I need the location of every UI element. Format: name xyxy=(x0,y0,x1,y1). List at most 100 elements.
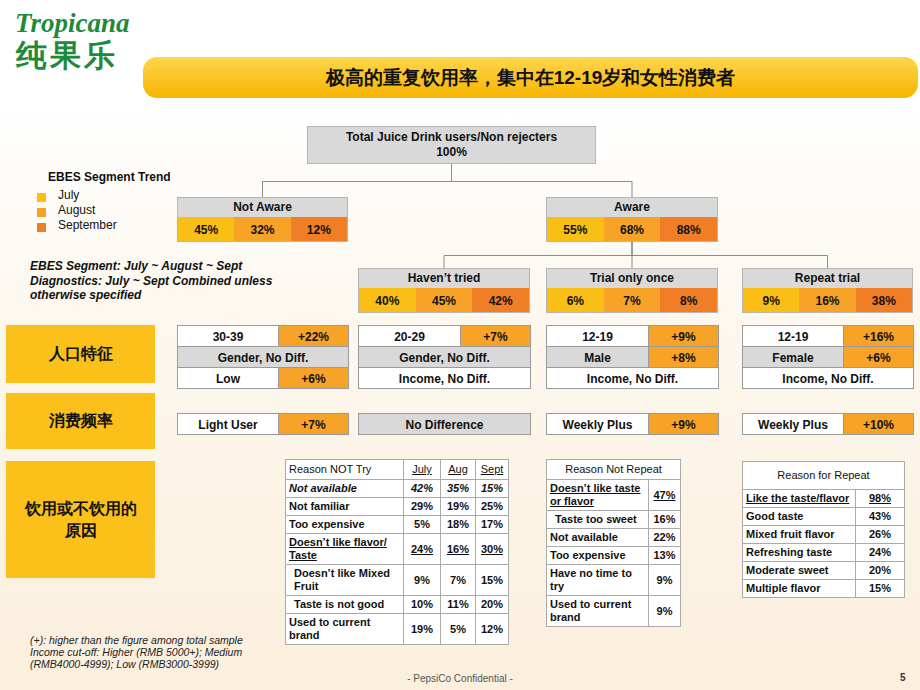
table-cell: 98% xyxy=(856,490,905,508)
table-cell: Mixed fruit flavor xyxy=(743,526,856,544)
table-row: Not available42%35%15% xyxy=(286,480,509,498)
table-cell: 15% xyxy=(476,480,509,498)
reason-label: Refreshing taste xyxy=(746,546,832,558)
index-value: +7% xyxy=(301,418,325,432)
profile-cell: Gender, No Diff. xyxy=(178,347,349,368)
reason-value: 17% xyxy=(481,518,503,530)
profile-row: Light User +7% xyxy=(178,414,349,435)
profile-box: 12-19+16%Female+6%Income, No Diff. xyxy=(742,325,913,389)
profile-row: No Difference xyxy=(359,414,531,435)
trend-cell: 12% xyxy=(291,217,347,241)
trend-cell: 40% xyxy=(359,288,416,312)
profile-label: Income, No Diff. xyxy=(399,372,490,386)
profile-label: Income, No Diff. xyxy=(782,372,873,386)
table-cell: 20% xyxy=(856,562,905,580)
table-cell: 12% xyxy=(476,614,509,645)
profile-box: Weekly Plus+9% xyxy=(546,413,718,435)
profile-label: Female xyxy=(772,351,813,365)
table-cell: 9% xyxy=(649,565,681,596)
profile-label: Low xyxy=(216,372,240,386)
reason-label: Doesn’t like taste or flavor xyxy=(550,482,640,507)
index-value: +6% xyxy=(866,351,890,365)
table-cell: Too expensive xyxy=(547,547,649,565)
segment-trend-row: 55%68%88% xyxy=(547,217,717,241)
trend-value: 55% xyxy=(563,223,587,237)
table-cell: Have no time to try xyxy=(547,565,649,596)
reason-table-box: Reason for RepeatLike the taste/flavor98… xyxy=(742,461,904,598)
trend-value: 12% xyxy=(307,223,331,237)
trend-cell: 38% xyxy=(856,288,912,312)
index-value: +7% xyxy=(483,330,507,344)
reason-value: 5% xyxy=(450,623,466,635)
trend-value: 7% xyxy=(623,294,640,308)
title-banner: 极高的重复饮用率，集中在12-19岁和女性消费者 xyxy=(143,57,918,98)
reason-value: 20% xyxy=(481,598,503,610)
reason-label: Good taste xyxy=(746,510,803,522)
segment-box: Haven’t tried40%45%42% xyxy=(358,268,530,313)
segment-trend-row: 40%45%42% xyxy=(359,288,529,312)
profile-cell: +7% xyxy=(461,326,531,347)
table-cell: 13% xyxy=(649,547,681,565)
reason-table: Reason NOT TryJulyAugSeptNot available42… xyxy=(285,459,509,645)
index-value: +16% xyxy=(863,330,894,344)
profile-label: Light User xyxy=(198,418,257,432)
reason-label: Have no time to try xyxy=(550,567,632,592)
segment-heading: Haven’t tried xyxy=(359,269,529,288)
table-header: Reason for Repeat xyxy=(777,469,869,481)
trend-value: 88% xyxy=(677,223,701,237)
profile-label: 20-29 xyxy=(394,330,425,344)
trend-value: 38% xyxy=(872,294,896,308)
table-cell: Doesn’t like Mixed Fruit xyxy=(286,565,404,596)
profile-row: 20-29 +7% xyxy=(359,326,531,347)
segment-heading: Repeat trial xyxy=(743,269,912,288)
table-cell: 10% xyxy=(404,596,441,614)
table-cell: 43% xyxy=(856,508,905,526)
profile-cell: Male xyxy=(547,347,649,368)
segment-note: EBES Segment: July ~ August ~ Sept xyxy=(30,259,242,273)
profile-table: 12-19+9%Male+8%Income, No Diff. xyxy=(546,325,719,389)
profile-label: No Difference xyxy=(405,418,483,432)
col xyxy=(649,460,681,627)
table-cell: 15% xyxy=(856,580,905,598)
footnote: Income cut-off: Higher (RMB 5000+); Medi… xyxy=(30,646,275,670)
index-value: +6% xyxy=(301,372,325,386)
reason-label: Mixed fruit flavor xyxy=(746,528,835,540)
month-header: Sept xyxy=(481,463,504,475)
reason-value: 25% xyxy=(481,500,503,512)
profile-cell: Weekly Plus xyxy=(743,414,844,435)
table-row: Too expensive 13% xyxy=(547,547,681,565)
box-heading: Total Juice Drink users/Non rejecters xyxy=(312,130,591,145)
reason-value: 26% xyxy=(869,528,891,540)
table-row: Taste is not good10%11% 20% xyxy=(286,596,509,614)
row-heading: 饮用或不饮用的原因 xyxy=(23,498,138,542)
table-cell: 5% xyxy=(441,614,476,645)
table-cell: Taste is not good xyxy=(286,596,404,614)
reason-value: 13% xyxy=(653,549,675,561)
header-cell: Reason Not Repeat xyxy=(547,460,681,480)
reason-table-box: Reason Not RepeatDoesn’t like taste or f… xyxy=(546,459,680,627)
reason-label: Too expensive xyxy=(289,518,365,530)
profile-cell: Weekly Plus xyxy=(547,414,649,435)
profile-box: 12-19+9%Male+8%Income, No Diff. xyxy=(546,325,718,389)
trend-value: 42% xyxy=(489,294,513,308)
box-value: 100% xyxy=(312,145,591,160)
table-cell: 11% xyxy=(441,596,476,614)
trend-value: 32% xyxy=(250,223,274,237)
tree-connector xyxy=(632,242,828,268)
table-row: Doesn’t like Mixed Fruit9%7%15% xyxy=(286,565,509,596)
table-row: Doesn’t like flavor/ Taste24%16%30% xyxy=(286,534,509,565)
legend-text: August xyxy=(58,203,95,217)
profile-cell: No Difference xyxy=(359,414,531,435)
reason-label: Not familiar xyxy=(289,500,350,512)
reason-value: 24% xyxy=(869,546,891,558)
header-cell: Reason for Repeat xyxy=(743,462,905,490)
reason-value: 9% xyxy=(657,574,673,586)
segment-heading: Trial only once xyxy=(547,269,717,288)
table-cell: Multiple flavor xyxy=(743,580,856,598)
legend-swatch xyxy=(37,193,46,202)
profile-cell: 30-39 xyxy=(178,326,279,347)
trend-value: 45% xyxy=(194,223,218,237)
table-row: Used to current brand9% xyxy=(547,596,681,627)
table-cell: 24% xyxy=(404,534,441,565)
profile-cell: Gender, No Diff. xyxy=(359,347,531,368)
